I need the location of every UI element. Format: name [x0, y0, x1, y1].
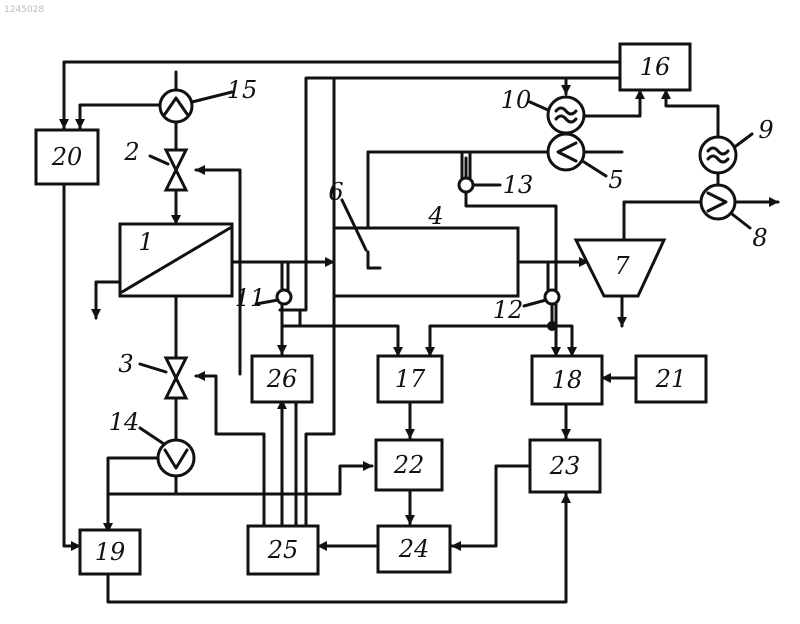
block-7-label: 7 [614, 252, 630, 280]
block-23: 23 [530, 440, 600, 492]
block-20-label: 20 [51, 143, 83, 171]
block-4-label: 4 [427, 202, 443, 230]
pump-15-label: 15 [227, 76, 258, 104]
block-1-label: 1 [138, 228, 153, 256]
sensor-13-label: 13 [503, 171, 534, 199]
block-4: 4 [334, 202, 518, 296]
pump-8-label: 8 [752, 224, 767, 252]
block-20: 20 [36, 130, 98, 184]
valve-3-label: 3 [118, 350, 133, 378]
block-17-label: 17 [395, 365, 426, 393]
sensor-13-icon: 13 [459, 152, 533, 199]
block-25-label: 25 [267, 536, 299, 564]
pump-14-label: 14 [109, 408, 140, 436]
block-22-label: 22 [393, 451, 425, 479]
block-25: 25 [248, 526, 318, 574]
pump-5-icon: 5 [548, 134, 624, 194]
generator-10-icon: 10 [501, 86, 584, 133]
block-21-label: 21 [655, 365, 687, 393]
block-24-label: 24 [398, 535, 430, 563]
block-17: 17 [378, 356, 442, 402]
generator-9-icon: 9 [700, 116, 774, 173]
block-26-label: 26 [266, 365, 298, 393]
block-16: 16 [620, 44, 690, 90]
connection-lines [64, 62, 778, 602]
pump-14-icon: 14 [109, 408, 194, 476]
block-7-separator: 7 [576, 240, 664, 296]
block-19: 19 [80, 530, 140, 574]
block-24: 24 [378, 526, 450, 572]
block-26: 26 [252, 356, 312, 402]
block-23-label: 23 [549, 452, 581, 480]
block-21: 21 [636, 356, 706, 402]
watermark-text: 1245028 [4, 5, 44, 15]
sensor-11-label: 11 [235, 284, 266, 312]
block-1: 1 [120, 224, 232, 296]
block-18-label: 18 [552, 366, 583, 394]
block-19-label: 19 [95, 538, 126, 566]
element-6-label: 6 [328, 178, 343, 206]
pump-8-icon: 8 [701, 185, 768, 252]
block-22: 22 [376, 440, 442, 490]
block-16-label: 16 [640, 53, 671, 81]
sensor-12-label: 12 [493, 296, 524, 324]
pump-5-label: 5 [608, 166, 623, 194]
generator-9-label: 9 [758, 116, 773, 144]
valve-2-label: 2 [123, 138, 139, 166]
valve-3-icon: 3 [118, 350, 186, 398]
generator-10-label: 10 [501, 86, 532, 114]
block-18: 18 [532, 356, 602, 404]
